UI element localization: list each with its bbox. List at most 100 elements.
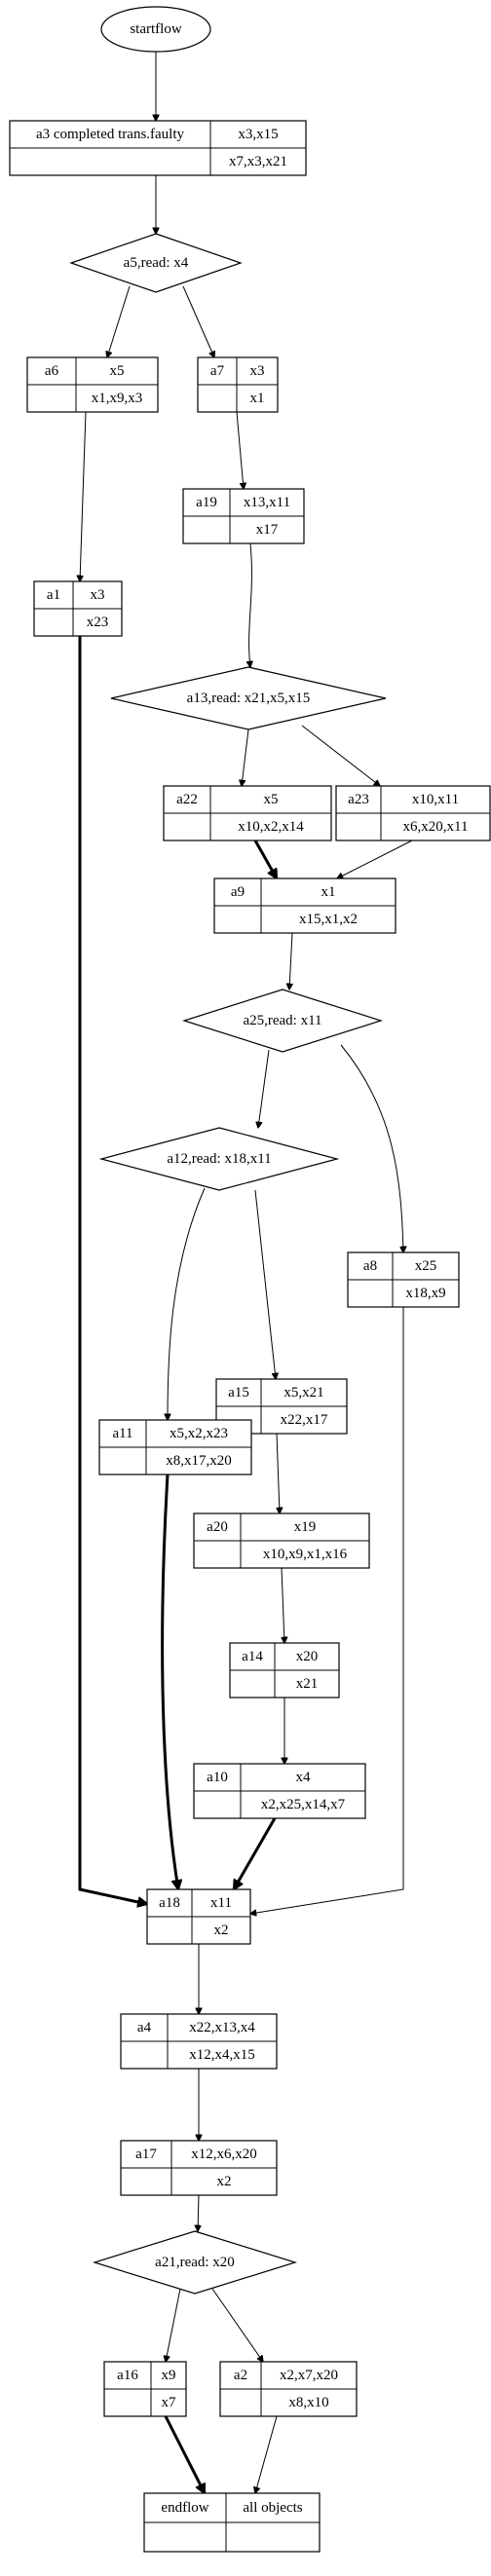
decision-a5: a5,read: x4 [69, 233, 243, 293]
activity-write-vars: x21 [296, 1676, 319, 1692]
activity-write-vars: x22,x17 [281, 1412, 328, 1428]
edge-a7-to-a19 [236, 411, 244, 489]
activity-read-vars: x25 [415, 1258, 437, 1274]
activity-label: a15 [228, 1385, 249, 1400]
activity-read-vars: x3 [91, 587, 105, 603]
edge-d_a21-to-a16 [166, 2288, 181, 2362]
activity-write-vars: x8,x10 [288, 2395, 328, 2410]
edge-d_a5-to-a6 [107, 285, 131, 357]
activity-label: a16 [117, 2368, 138, 2383]
decision-diamond [69, 233, 243, 293]
edge-a20-to-a14 [282, 1567, 284, 1643]
edge-d_a12-to-a11 [168, 1187, 206, 1420]
activity-read-vars: x10,x11 [412, 792, 459, 807]
decision-a25: a25,read: x11 [182, 989, 383, 1053]
edge-a19-to-d_a13 [249, 542, 252, 667]
activity-label: a23 [348, 792, 369, 807]
activity-label: a1 [47, 587, 60, 603]
edge-a23-to-a9 [337, 840, 413, 878]
decision-a12: a12,read: x18,x11 [98, 1127, 340, 1191]
activity-a23: a23 x10,x11 x6,x20,x11 [335, 785, 491, 841]
activity-label: a6 [45, 363, 59, 379]
decision-label: a13,read: x21,x5,x15 [187, 691, 311, 706]
activity-label: a19 [196, 495, 217, 510]
decision-label: a12,read: x18,x11 [167, 1151, 271, 1167]
activity-label: a8 [363, 1258, 377, 1274]
decision-diamond [182, 989, 383, 1053]
edge-a6-to-a1 [80, 411, 87, 581]
edge-d_a13-to-a23 [301, 725, 380, 786]
edge-d_a12-to-a15 [254, 1189, 276, 1379]
activity-label: a7 [210, 363, 225, 379]
activity-read-vars: x13,x11 [244, 495, 290, 510]
activity-read-vars: x22,x13,x4 [189, 2020, 255, 2035]
edge-layer [80, 52, 413, 2493]
activity-read-vars: x19 [294, 1519, 317, 1535]
edge-a11-to-a18 [161, 1474, 178, 1889]
decision-diamond [98, 1127, 340, 1191]
activity-a4: a4 x22,x13,x4 x12,x4,x15 [120, 2013, 278, 2070]
activity-label: a10 [207, 1770, 228, 1785]
activity-a20: a20 x19 x10,x9,x1,x16 [193, 1512, 370, 1569]
activity-read-vars: x5,x21 [283, 1385, 323, 1400]
activity-write-vars: x2 [217, 2174, 232, 2189]
activity-a22: a22 x5 x10,x2,x14 [163, 785, 332, 841]
activity-write-vars: x17 [256, 522, 279, 538]
edge-a15-to-a20 [277, 1433, 280, 1513]
end-label: endflow [161, 2500, 208, 2516]
activity-a10: a10 x4 x2,x25,x14,x7 [193, 1763, 366, 1819]
activity-write-vars: x2,x25,x14,x7 [261, 1797, 346, 1812]
activity-read-vars: x4 [296, 1770, 312, 1785]
decision-label: a25,read: x11 [243, 1013, 321, 1028]
activity-label: a2 [234, 2368, 247, 2383]
activity-label: a11 [112, 1426, 132, 1441]
activity-label: a18 [159, 1895, 180, 1911]
activity-write-vars: x7 [162, 2395, 177, 2410]
edge-a8-to-a18 [250, 1307, 404, 1914]
activity-label: a9 [231, 884, 245, 900]
end-node: endflow all objects [143, 2492, 321, 2553]
activity-write-vars: x2 [214, 1923, 229, 1938]
activity-read-vars: x9 [162, 2368, 176, 2383]
activity-read-vars: x5 [264, 792, 279, 807]
activity-write-vars: x10,x2,x14 [238, 819, 304, 835]
decision-diamond [110, 666, 387, 730]
activity-read-vars: x5,x2,x23 [170, 1426, 228, 1441]
activity-write-vars: x15,x1,x2 [299, 912, 358, 927]
activity-label: a22 [176, 792, 198, 807]
start-label: startflow [130, 21, 181, 37]
edge-a22-to-a9 [253, 840, 279, 878]
activity-label: a4 [137, 2020, 152, 2035]
activity-label: a3 completed trans.faulty [36, 127, 185, 142]
edge-a10-to-a18 [232, 1817, 277, 1889]
activity-write-vars: x7,x3,x21 [229, 154, 287, 169]
start-node: startflow [100, 6, 211, 53]
edge-a16-to-end [164, 2415, 207, 2493]
activity-read-vars: x3 [250, 363, 265, 379]
decision-label: a21,read: x20 [155, 2255, 235, 2270]
activity-read-vars: x1 [321, 884, 336, 900]
edge-d_a25-to-d_a12 [258, 1049, 270, 1128]
activity-label: a17 [135, 2147, 157, 2162]
node-layer: startflow a3 completed trans.faulty x3,x15… [9, 6, 491, 2553]
activity-a9: a9 x1 x15,x1,x2 [213, 877, 397, 934]
activity-label: a20 [207, 1519, 228, 1535]
edge-a9-to-d_a25 [289, 932, 292, 989]
end-objects: all objects [243, 2500, 302, 2516]
edge-a17-to-d_a21 [198, 2194, 199, 2231]
activity-a3: a3 completed trans.faulty x3,x15 x7,x3,x21 [9, 120, 307, 176]
edge-d_a5-to-a7 [182, 285, 214, 357]
activity-write-vars: x23 [87, 615, 109, 630]
decision-diamond [92, 2230, 298, 2295]
activity-write-vars: x12,x4,x15 [189, 2047, 255, 2063]
activity-write-vars: x6,x20,x11 [403, 819, 469, 835]
activity-read-vars: x3,x15 [238, 127, 278, 142]
activity-label: a14 [242, 1649, 263, 1664]
activity-write-vars: x1 [250, 391, 265, 406]
activity-write-vars: x10,x9,x1,x16 [263, 1547, 348, 1562]
